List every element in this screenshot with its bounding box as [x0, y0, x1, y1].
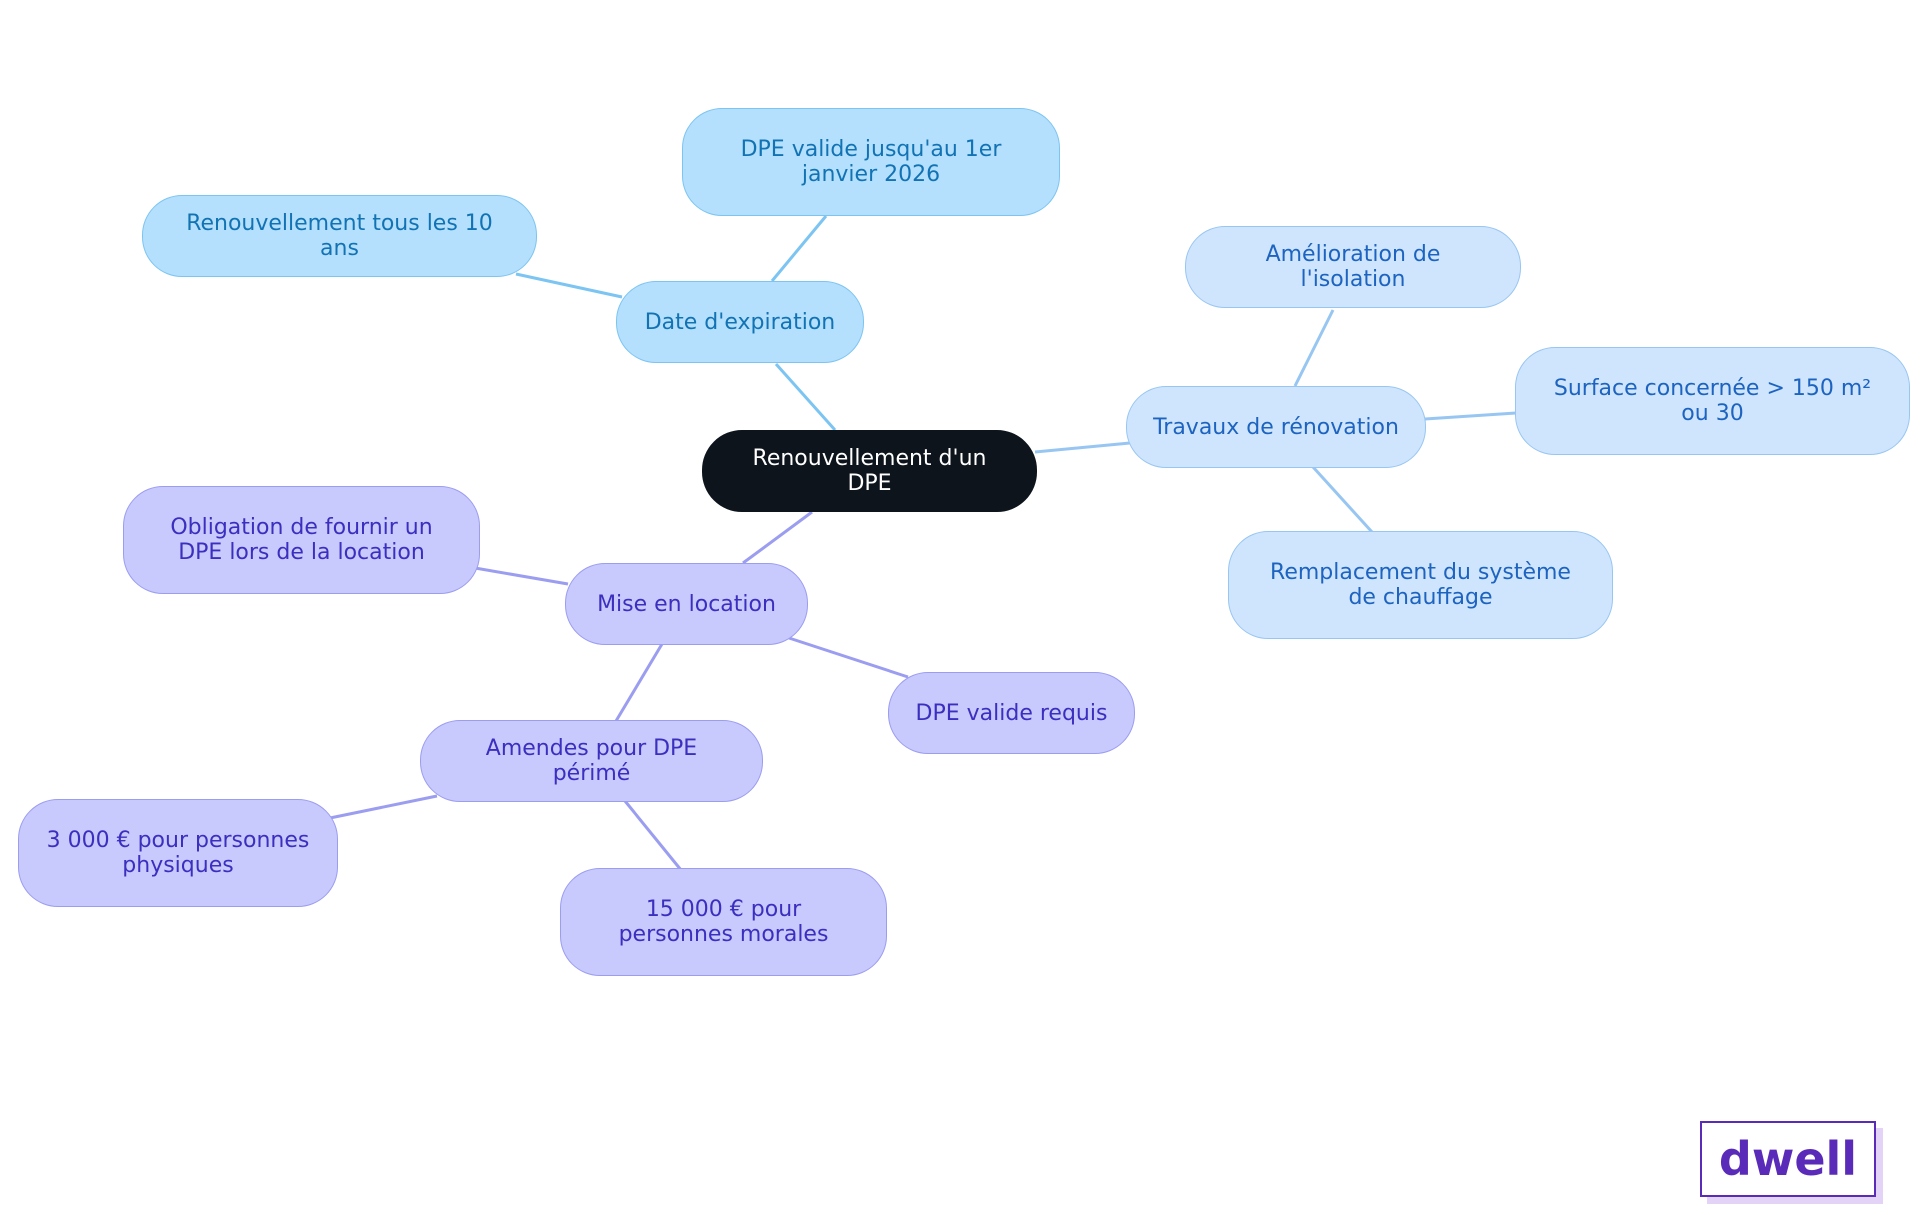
dwell-logo: dwell [1700, 1121, 1876, 1197]
leaf-node-heating-system[interactable]: Remplacement du système de chauffage [1228, 531, 1613, 639]
link-renovation-insulation [1293, 309, 1335, 387]
branch-node-expiration[interactable]: Date d'expiration [616, 281, 864, 363]
leaf-node-fine-moral[interactable]: 15 000 € pour personnes morales [560, 868, 887, 976]
link-location-required [788, 636, 909, 679]
link-location-obligation [474, 566, 569, 586]
branch-node-location[interactable]: Mise en location [565, 563, 808, 645]
branch-node-renovation[interactable]: Travaux de rénovation [1126, 386, 1426, 468]
leaf-node-renewal-10-years[interactable]: Renouvellement tous les 10 ans [142, 195, 537, 277]
center-node[interactable]: Renouvellement d'un DPE [702, 430, 1037, 512]
leaf-node-valid-until-2026[interactable]: DPE valide jusqu'au 1er janvier 2026 [682, 108, 1060, 216]
link-fines-moral [623, 800, 683, 871]
leaf-node-obligation-dpe[interactable]: Obligation de fournir un DPE lors de la … [123, 486, 480, 594]
link-center-location [742, 510, 813, 565]
link-expiration-valid2026 [770, 215, 828, 282]
link-expiration-renewal [515, 272, 623, 299]
leaf-node-surface[interactable]: Surface concernée > 150 m² ou 30 [1515, 347, 1910, 455]
link-location-fines [614, 643, 664, 722]
link-renovation-heating [1311, 465, 1374, 534]
link-renovation-surface [1424, 411, 1517, 421]
link-center-renovation [1034, 441, 1131, 454]
link-center-expiration [774, 363, 837, 431]
leaf-node-insulation[interactable]: Amélioration de l'isolation [1185, 226, 1521, 308]
link-fines-physical [329, 794, 438, 820]
sub-branch-node-fines[interactable]: Amendes pour DPE périmé [420, 720, 763, 802]
leaf-node-valid-dpe-required[interactable]: DPE valide requis [888, 672, 1135, 754]
leaf-node-fine-physical[interactable]: 3 000 € pour personnes physiques [18, 799, 338, 907]
